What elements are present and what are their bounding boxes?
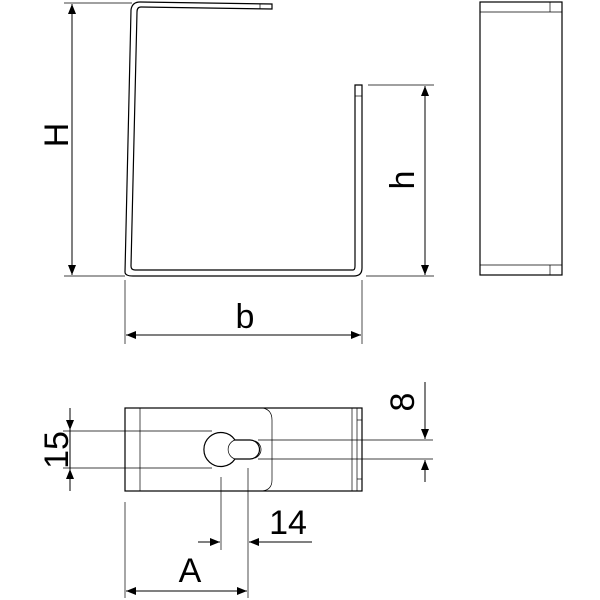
- keyhole-slot: [203, 431, 261, 468]
- dimension-A: A: [124, 502, 247, 598]
- dimension-label-h: h: [384, 171, 422, 190]
- dimension-label-A: A: [179, 552, 202, 590]
- dimension-H: H: [38, 2, 132, 277]
- dimension-label-15: 15: [38, 431, 76, 469]
- plan-view: [124, 407, 363, 492]
- dimension-label-8: 8: [384, 393, 422, 412]
- dimension-8: 8: [258, 382, 433, 482]
- front-view-profile: [124, 1, 363, 277]
- dimension-14: 14: [198, 468, 312, 598]
- dimension-label-14: 14: [269, 504, 307, 542]
- side-view: [479, 1, 563, 276]
- dimension-label-H: H: [38, 123, 76, 148]
- dimension-15: 15: [38, 408, 212, 491]
- dimension-label-b: b: [236, 298, 255, 336]
- dimension-b: b: [124, 280, 363, 344]
- dimension-h: h: [366, 84, 434, 277]
